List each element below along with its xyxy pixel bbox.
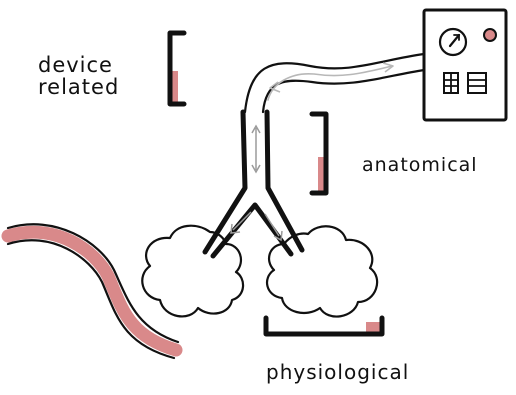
ventilator-monitor-icon <box>424 10 506 120</box>
device-related-bracket <box>170 33 184 105</box>
anatomical-label: anatomical <box>362 156 478 175</box>
device-related-label-line2: related <box>38 76 119 98</box>
device-related-label: device related <box>38 54 119 98</box>
indicator-light-icon <box>484 29 496 41</box>
ventilator-tube <box>245 54 424 112</box>
physiological-label: physiological <box>266 362 409 382</box>
anatomical-bracket <box>312 114 326 193</box>
device-related-label-line1: device <box>38 54 119 76</box>
physiological-bracket <box>266 318 382 334</box>
lung-alveoli-cloud-icon <box>142 226 377 317</box>
